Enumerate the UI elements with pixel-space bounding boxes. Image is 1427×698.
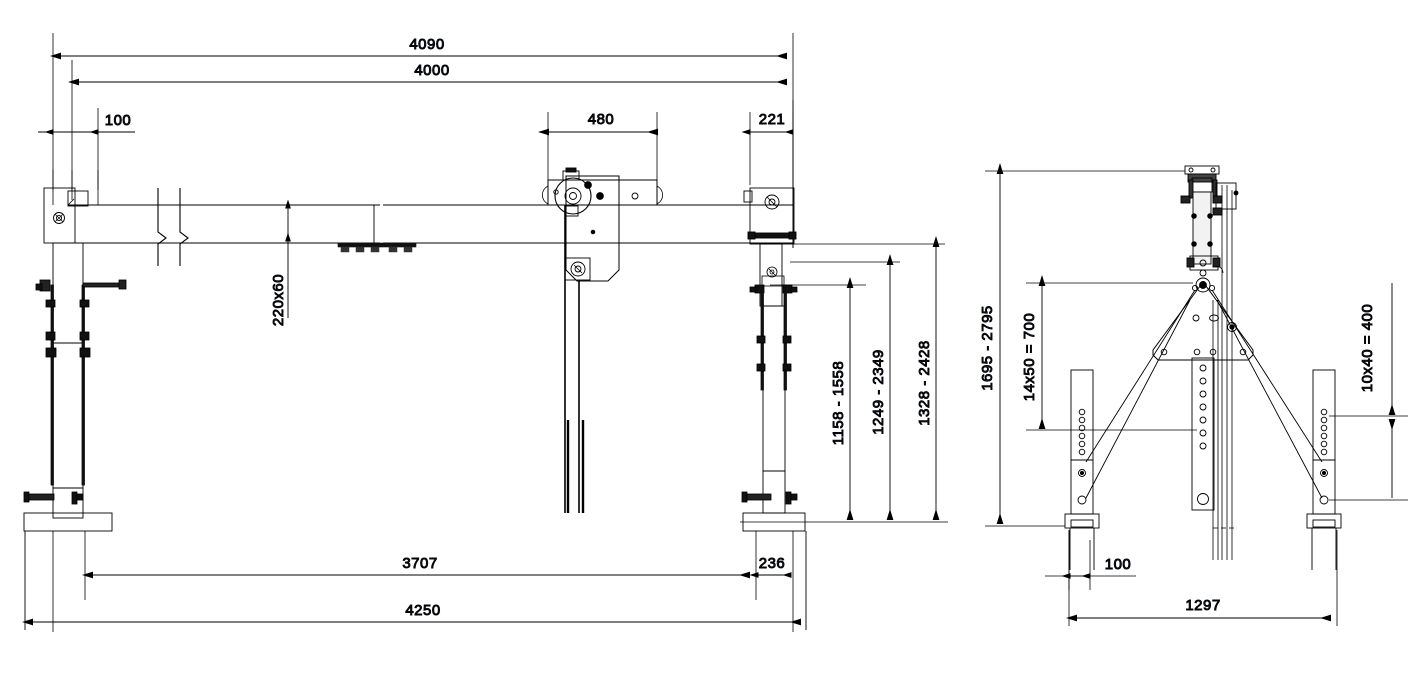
hoist-chains	[564, 205, 585, 513]
end-view-height-witness	[985, 170, 1185, 527]
right-column-assembly	[742, 187, 806, 532]
dimension-label-4090: 4090	[409, 36, 444, 53]
trolley-hoist-assembly	[542, 167, 663, 282]
dimension-label-4250: 4250	[405, 602, 440, 619]
dimension-label-1158-1558: 1158 - 1558	[830, 361, 847, 445]
end-view-mast-carriage	[1180, 165, 1239, 560]
end-view-hole-pitch-witness	[1329, 415, 1408, 501]
end-view-center-column	[1191, 357, 1215, 511]
dimension-4250	[22, 531, 807, 630]
front-view-bottom-witness	[52, 531, 794, 632]
dimension-label-100-end-view: 100	[1105, 556, 1132, 573]
left-column-assembly	[23, 170, 113, 532]
right-column-hardware	[741, 266, 798, 505]
main-beam	[68, 188, 793, 266]
dimension-label-4000: 4000	[414, 62, 449, 79]
dimension-label-1328-2428: 1328 - 2428	[916, 340, 933, 426]
dimension-label-14x50-700: 14x50 = 700	[1021, 313, 1038, 402]
end-view-right-leg	[1306, 369, 1342, 570]
dimension-1297	[1066, 530, 1338, 626]
end-view-pitch-witness	[1026, 282, 1197, 431]
dimension-label-480: 480	[588, 111, 615, 128]
dimension-label-220x60: 220x60	[270, 274, 287, 326]
beam-splice-plate	[337, 205, 417, 253]
dimension-label-236: 236	[759, 555, 786, 572]
dimension-label-1695-2795: 1695 - 2795	[979, 305, 996, 391]
dimension-label-100-left: 100	[105, 112, 132, 129]
end-view-pivot	[1195, 277, 1211, 293]
dimension-label-1249-2349: 1249 - 2349	[870, 349, 887, 435]
dimension-label-10x40-400: 10x40 = 400	[1359, 304, 1376, 393]
end-view-left-leg	[1064, 369, 1100, 570]
dimension-label-1297: 1297	[1185, 597, 1220, 614]
left-column-hardware	[23, 279, 127, 505]
end-view-diagonal-braces	[1085, 289, 1323, 499]
end-view-gusset-plate	[1152, 281, 1254, 361]
dimension-label-3707: 3707	[402, 555, 437, 572]
dimension-label-221: 221	[759, 111, 786, 128]
